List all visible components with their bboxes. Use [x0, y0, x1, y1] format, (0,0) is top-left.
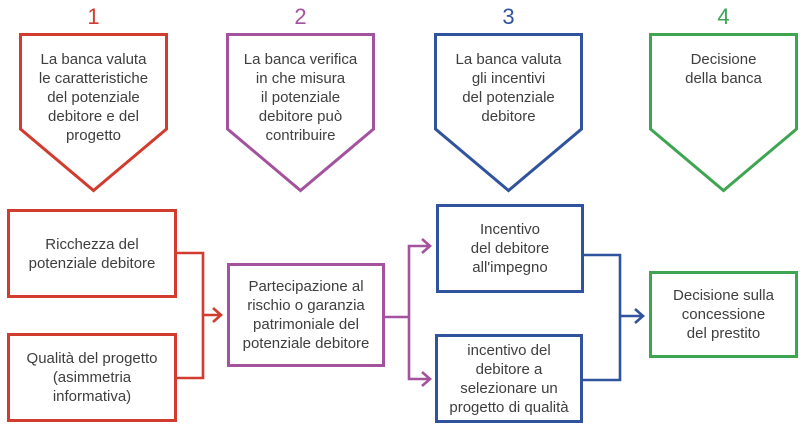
- step-1-pentagon: La banca valuta le caratteristiche del p…: [19, 33, 168, 193]
- step-1-number: 1: [87, 4, 100, 29]
- flow-box-partecipazione: Partecipazione al rischio o garanzia pat…: [227, 263, 385, 367]
- step-3-label: La banca valuta gli incentivi del potenz…: [455, 51, 562, 125]
- blue-merge-connector: [583, 253, 622, 382]
- flow-box-partecipazione-label: Partecipazione al rischio o garanzia pat…: [242, 278, 370, 352]
- flow-box-incentivo-selezione: incentivo del debitore a selezionare un …: [435, 334, 583, 423]
- flow-box-decisione-prestito-label: Decisione sulla concessione del prestito: [673, 287, 774, 342]
- purple-arrowhead-bottom-icon: [421, 371, 432, 387]
- step-3-number: 3: [502, 4, 515, 29]
- flow-box-ricchezza-label: Ricchezza del potenziale debitore: [28, 235, 156, 272]
- step-4-pentagon: Decisione della banca: [649, 33, 798, 193]
- flow-box-incentivo-impegno: Incentivo del debitore all'impegno: [436, 204, 584, 293]
- step-1-label: La banca valuta le caratteristiche del p…: [38, 51, 149, 144]
- red-merge-connector: [177, 251, 205, 380]
- pentagon-shape-red: [19, 33, 168, 193]
- step-4-number: 4: [717, 4, 730, 29]
- flow-box-decisione-prestito: Decisione sulla concessione del prestito: [649, 271, 798, 358]
- step-3-pentagon: La banca valuta gli incentivi del potenz…: [434, 33, 583, 193]
- step-2-number: 2: [294, 4, 307, 29]
- pentagon-shape-blue: [434, 33, 583, 193]
- flow-box-qualita: Qualità del progetto (asimmetria informa…: [7, 333, 177, 422]
- step-2-label: La banca verifica in che misura il poten…: [243, 51, 358, 144]
- flow-box-incentivo-impegno-label: Incentivo del debitore all'impegno: [470, 221, 550, 276]
- flow-box-ricchezza: Ricchezza del potenziale debitore: [7, 209, 177, 298]
- pentagon-shape-purple: [226, 33, 375, 193]
- step-4-label: Decisione della banca: [685, 51, 762, 87]
- step-2-pentagon: La banca verifica in che misura il poten…: [226, 33, 375, 193]
- flow-box-qualita-label: Qualità del progetto (asimmetria informa…: [26, 350, 158, 405]
- purple-split-connector: [407, 244, 429, 381]
- purple-arrowhead-top-icon: [421, 238, 432, 254]
- pentagon-shape-green: [649, 33, 798, 193]
- flow-box-incentivo-selezione-label: incentivo del debitore a selezionare un …: [449, 341, 569, 416]
- red-arrowhead-icon: [212, 307, 223, 323]
- blue-arrowhead-icon: [634, 308, 645, 324]
